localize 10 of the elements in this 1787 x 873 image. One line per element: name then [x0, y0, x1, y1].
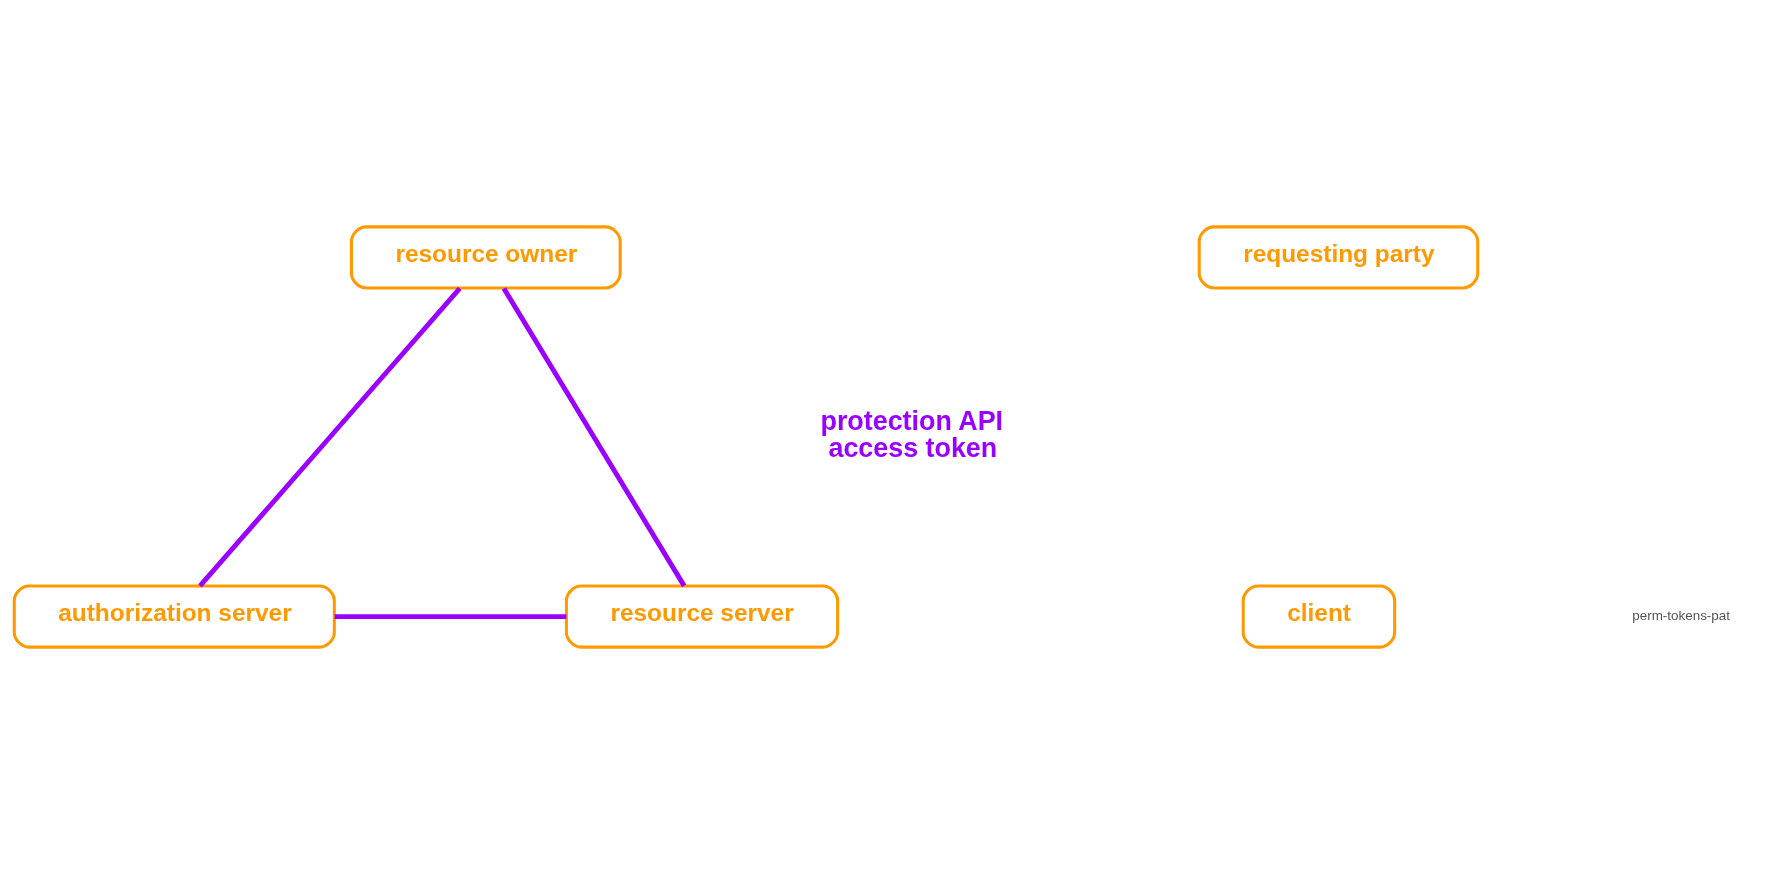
label: perm-tokens-pat: [1632, 607, 1730, 623]
node-box: authorization server: [12, 584, 336, 649]
connector: [501, 286, 687, 587]
node-box: resource server: [564, 584, 840, 649]
node-box: resource owner: [349, 224, 622, 289]
connector: [334, 613, 567, 619]
label: protection API access token: [820, 405, 1004, 463]
connector: [198, 286, 462, 587]
node-box: client: [1241, 584, 1397, 649]
node-box: requesting party: [1197, 224, 1480, 289]
